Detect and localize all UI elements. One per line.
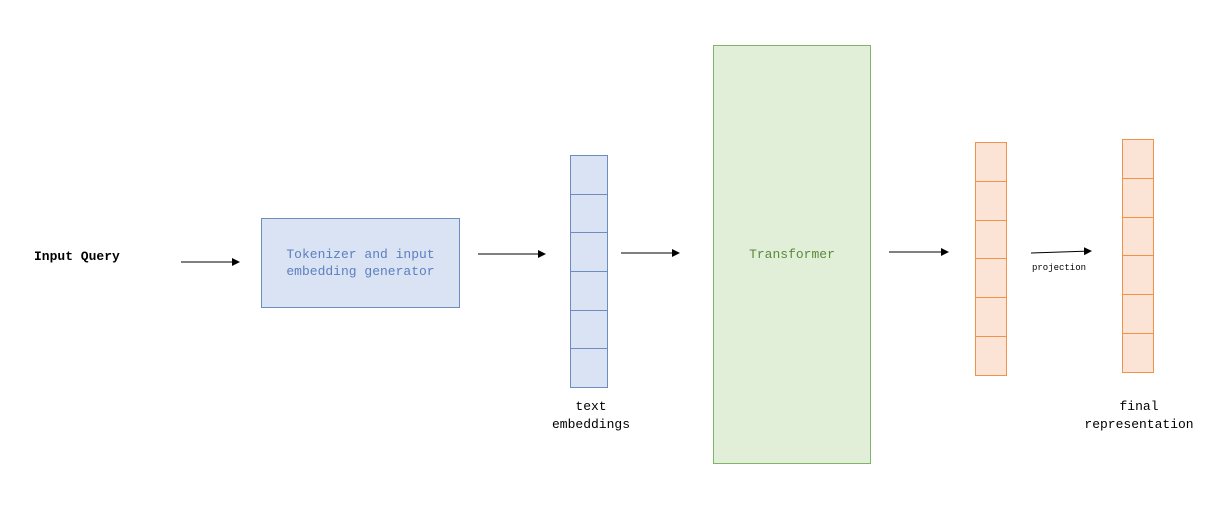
final-representation-cell — [1123, 334, 1153, 372]
final-representation-caption-line2: representation — [1084, 417, 1194, 432]
final-representation-caption: final representation — [1064, 398, 1214, 434]
text-embeddings-caption-line1: text — [575, 399, 607, 414]
transformer-output-cell — [976, 337, 1006, 375]
final-representation-caption-line1: final — [1119, 399, 1159, 414]
text-embeddings-cell — [571, 233, 607, 273]
transformer-box: Transformer — [713, 45, 871, 464]
text-embeddings-vector — [570, 155, 608, 388]
tokenizer-label-line2: embedding generator — [286, 264, 435, 279]
text-embeddings-cell — [571, 311, 607, 350]
tokenizer-box: Tokenizer and input embedding generator — [261, 218, 460, 308]
tokenizer-label-line1: Tokenizer and input — [286, 247, 435, 262]
transformer-output-cell — [976, 298, 1006, 338]
final-representation-cell — [1123, 295, 1153, 335]
text-embeddings-cell — [571, 272, 607, 311]
text-embeddings-cell — [571, 156, 607, 195]
final-representation-vector — [1122, 139, 1154, 373]
final-representation-cell — [1123, 256, 1153, 296]
transformer-output-vector — [975, 142, 1007, 376]
text-embeddings-caption-line2: embeddings — [551, 417, 630, 432]
transformer-output-cell — [976, 143, 1006, 182]
transformer-output-cell — [976, 259, 1006, 299]
final-representation-cell — [1123, 218, 1153, 257]
transformer-output-cell — [976, 221, 1006, 260]
final-representation-cell — [1123, 140, 1153, 179]
text-embeddings-caption: text embeddings — [531, 398, 651, 434]
input-query-label: Input Query — [34, 249, 120, 264]
arrow-projection — [1030, 247, 1092, 256]
text-embeddings-cell — [571, 349, 607, 387]
projection-label: projection — [1032, 263, 1087, 273]
transformer-label: Transformer — [749, 247, 835, 262]
transformer-output-cell — [976, 182, 1006, 221]
text-embeddings-cell — [571, 195, 607, 234]
final-representation-cell — [1123, 179, 1153, 218]
